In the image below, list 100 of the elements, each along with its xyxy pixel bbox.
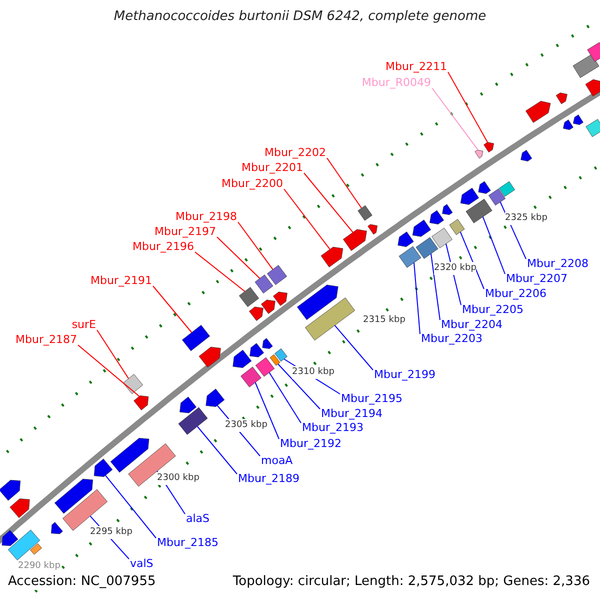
genome-summary-text: Topology: circular; Length: 2,575,032 bp; Genes: 2,336 bbox=[232, 574, 590, 590]
gene-feature-block bbox=[134, 396, 149, 410]
gene-label: Mbur_2206 bbox=[485, 287, 546, 300]
gene-feature-block bbox=[587, 42, 600, 62]
gene-feature-block bbox=[198, 346, 221, 368]
gene-feature-block bbox=[110, 438, 150, 473]
scale-label: 2290 kbp bbox=[18, 560, 60, 573]
gene-label: Mbur_2203 bbox=[421, 332, 482, 345]
gene-feature-block bbox=[499, 181, 515, 197]
leader-line bbox=[196, 426, 238, 474]
gene-feature-block bbox=[180, 396, 196, 414]
gene-feature-block bbox=[30, 543, 42, 555]
gene-label: Mbur_2208 bbox=[527, 257, 588, 270]
gene-feature-block bbox=[368, 224, 378, 235]
gene-label: Mbur_2185 bbox=[157, 536, 218, 549]
leader-line bbox=[326, 158, 362, 209]
gene-feature-block bbox=[255, 357, 275, 377]
gene-feature-block bbox=[432, 228, 452, 248]
gene-feature-block bbox=[398, 232, 414, 247]
gene-feature-block bbox=[10, 498, 30, 518]
gene-label: Mbur_2200 bbox=[222, 177, 283, 190]
gene-label: Mbur_2201 bbox=[242, 161, 303, 174]
gene-feature-block bbox=[358, 205, 372, 221]
gene-feature-block bbox=[250, 343, 264, 358]
gene-feature-block bbox=[398, 246, 422, 268]
leader-line bbox=[105, 474, 156, 538]
gene-label: Mbur_2197 bbox=[154, 225, 216, 238]
scale-label: 2310 kbp bbox=[292, 366, 334, 379]
gene-feature-block bbox=[526, 100, 551, 123]
gene-feature-block bbox=[320, 246, 344, 268]
gene-label: Mbur_2199 bbox=[374, 368, 436, 381]
gene-label: Mbur_2193 bbox=[302, 421, 364, 434]
gene-label: Mbur_2192 bbox=[280, 437, 342, 450]
gene-feature-block bbox=[273, 292, 288, 306]
leader-line bbox=[278, 364, 320, 410]
leader-line bbox=[216, 236, 260, 279]
leader-line bbox=[152, 286, 192, 333]
gene-label: Mbur_2194 bbox=[321, 407, 382, 420]
leader-line bbox=[448, 72, 488, 143]
gene-feature-block bbox=[430, 210, 444, 224]
gene-label: Mbur_2189 bbox=[238, 472, 300, 485]
gene-feature-block bbox=[585, 79, 600, 96]
scale-label: 2305 kbp bbox=[225, 419, 268, 432]
leader-line bbox=[268, 372, 302, 424]
gene-feature-block bbox=[239, 287, 259, 307]
gene-feature-block bbox=[297, 284, 338, 320]
gene-feature-block bbox=[478, 181, 491, 194]
gene-feature-block bbox=[267, 265, 287, 285]
leader-line bbox=[482, 216, 506, 274]
gene-feature-block bbox=[232, 350, 252, 368]
gene-feature-block bbox=[484, 142, 494, 152]
gene-label: Mbur_2196 bbox=[132, 240, 194, 253]
leader-line bbox=[304, 172, 354, 233]
gene-feature-block bbox=[261, 300, 276, 314]
scale-label: 2320 kbp bbox=[434, 262, 476, 275]
gene-feature-block bbox=[412, 220, 431, 237]
gene-label: Mbur_2204 bbox=[441, 318, 502, 331]
gene-feature-block bbox=[270, 354, 280, 366]
gene-feature-block bbox=[8, 530, 40, 560]
gene-label: alaS bbox=[186, 512, 210, 525]
leader-line bbox=[432, 88, 478, 150]
leader-line bbox=[238, 222, 274, 270]
leader-line bbox=[96, 330, 130, 380]
gene-feature-block bbox=[586, 119, 600, 137]
gene-feature-block bbox=[274, 348, 288, 362]
gene-label: moaA bbox=[261, 454, 293, 467]
gene-label: Mbur_2202 bbox=[264, 146, 326, 159]
scale-label: 2325 kbp bbox=[505, 212, 548, 225]
gene-feature-block bbox=[416, 237, 438, 259]
leader-line bbox=[460, 231, 484, 290]
gene-label: Mbur_2195 bbox=[341, 392, 402, 405]
gene-feature-block bbox=[520, 150, 532, 162]
gene-feature-block bbox=[249, 306, 264, 321]
scale-label: 2315 kbp bbox=[363, 314, 406, 327]
gene-label: Mbur_R0049 bbox=[362, 76, 431, 89]
map-title: Methanococcoides burtonii DSM 6242, complete genome bbox=[112, 10, 488, 23]
gene-label: Mbur_2191 bbox=[90, 274, 152, 287]
gene-label: Mbur_2205 bbox=[462, 303, 524, 316]
leader-line bbox=[284, 188, 330, 250]
leader-line bbox=[334, 324, 374, 370]
gene-feature-block bbox=[206, 388, 225, 407]
scale-label: 2295 kbp bbox=[90, 526, 132, 539]
gene-feature-block bbox=[2, 530, 18, 546]
gene-label: Mbur_2187 bbox=[16, 333, 77, 346]
gene-feature-block bbox=[563, 120, 574, 130]
gene-feature-block bbox=[449, 219, 465, 235]
gene-label: valS bbox=[130, 557, 154, 570]
gene-feature-block bbox=[460, 188, 479, 205]
gene-feature-block bbox=[178, 407, 208, 435]
gene-label: Mbur_2207 bbox=[506, 272, 568, 285]
leader-line bbox=[430, 253, 440, 320]
leader-line bbox=[254, 382, 280, 440]
gene-feature-block bbox=[572, 54, 600, 78]
gene-feature-block bbox=[94, 458, 113, 477]
gene-feature-block bbox=[123, 374, 143, 394]
gene-feature-block bbox=[254, 274, 274, 294]
gene-feature-block bbox=[442, 204, 453, 215]
leader-line bbox=[78, 344, 140, 397]
gene-label: surE bbox=[72, 318, 96, 331]
gene-feature-block bbox=[556, 92, 568, 104]
